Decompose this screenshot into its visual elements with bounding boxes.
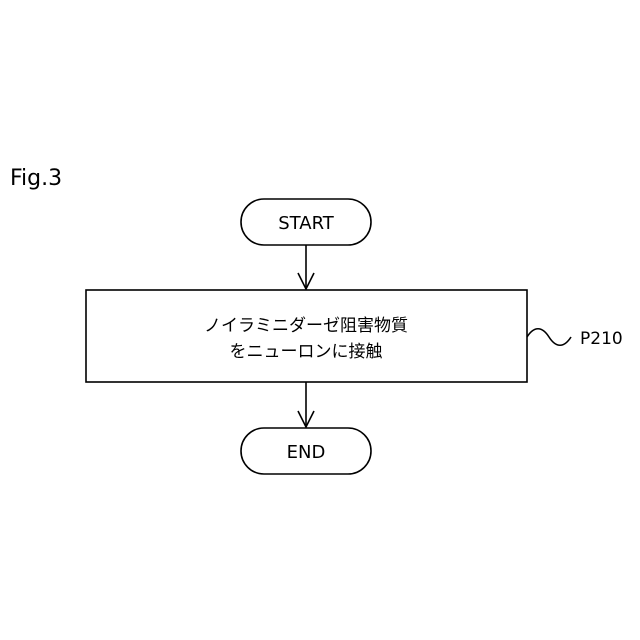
end-terminal: END <box>241 428 371 474</box>
arrow-start-to-process <box>298 245 314 289</box>
reference-leader-line <box>527 329 571 346</box>
arrow-process-to-end <box>298 382 314 427</box>
start-terminal: START <box>241 199 371 245</box>
process-step-line-2: をニューロンに接触 <box>230 342 383 362</box>
end-terminal-label: END <box>287 442 326 463</box>
figure-label: Fig.3 <box>10 166 62 191</box>
process-step-line-1: ノイラミニダーゼ阻害物質 <box>204 316 408 336</box>
reference-label: P210 <box>580 329 623 349</box>
process-step: ノイラミニダーゼ阻害物質 をニューロンに接触 <box>86 290 527 382</box>
start-terminal-label: START <box>278 213 335 234</box>
reference-callout: P210 <box>527 329 623 349</box>
process-step-box <box>86 290 527 382</box>
